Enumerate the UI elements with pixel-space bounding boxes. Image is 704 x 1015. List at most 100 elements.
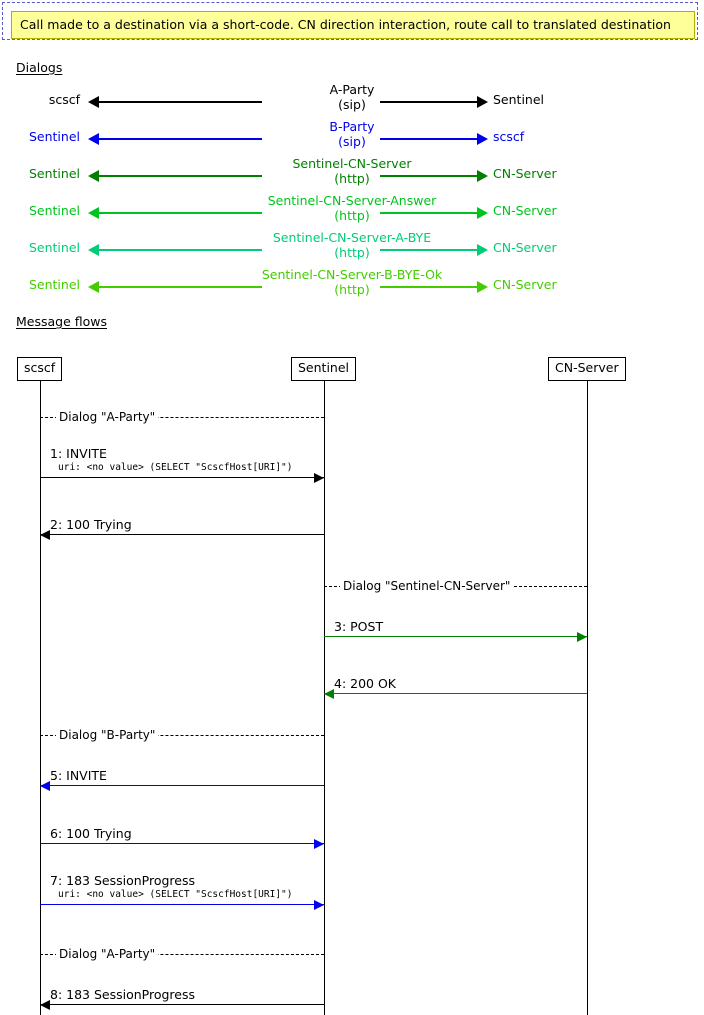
- dialog-separator: Dialog "A-Party": [40, 410, 324, 424]
- arrow-right-icon: [477, 207, 488, 219]
- lifeline: [40, 381, 41, 1015]
- message-line: [40, 785, 324, 786]
- arrow-left-icon: [88, 133, 99, 145]
- message-arrow[interactable]: [40, 473, 324, 483]
- dialog-right-arrow: [380, 170, 488, 182]
- participant-box[interactable]: Sentinel: [291, 357, 357, 381]
- message-flows-heading: Message flows: [16, 314, 108, 329]
- arrow-left-icon: [40, 1000, 50, 1010]
- arrow-left-icon: [88, 244, 99, 256]
- arrow-right-icon: [314, 839, 324, 849]
- arrow-right-icon: [314, 473, 324, 483]
- message-label: 1: INVITE: [50, 446, 107, 461]
- dialog-line-left: [97, 249, 262, 251]
- dialog-line-left: [97, 212, 262, 214]
- separator-dashed-line: [40, 954, 324, 955]
- message-label: 5: INVITE: [50, 768, 107, 783]
- message-arrow[interactable]: [324, 632, 587, 642]
- dialog-right-arrow: [380, 207, 488, 219]
- dialog-right-endpoint-label: CN-Server: [493, 166, 557, 181]
- arrow-left-icon: [324, 689, 334, 699]
- arrow-right-icon: [477, 133, 488, 145]
- message-arrow[interactable]: [40, 781, 324, 791]
- banner-outline: Call made to a destination via a short-c…: [2, 2, 698, 40]
- arrow-left-icon: [40, 530, 50, 540]
- dialog-left-endpoint-label: Sentinel: [28, 166, 80, 181]
- dialog-line-right: [380, 286, 479, 288]
- participant-box[interactable]: scscf: [17, 357, 63, 381]
- dialog-left-endpoint-label: scscf: [48, 92, 80, 107]
- message-line: [40, 534, 324, 535]
- dialog-left-arrow: [88, 170, 262, 182]
- dialog-separator: Dialog "B-Party": [40, 728, 324, 742]
- dialog-line-right: [380, 175, 479, 177]
- message-label: 7: 183 SessionProgress: [50, 873, 196, 888]
- message-sublabel: uri: <no value> (SELECT "ScscfHost[URI]"…: [58, 462, 293, 473]
- message-line: [40, 477, 324, 478]
- dialog-left-arrow: [88, 281, 262, 293]
- arrow-right-icon: [477, 96, 488, 108]
- arrow-left-icon: [88, 281, 99, 293]
- dialog-right-endpoint-label: CN-Server: [493, 240, 557, 255]
- dialog-right-endpoint-label: CN-Server: [493, 203, 557, 218]
- dialog-right-arrow: [380, 96, 488, 108]
- participant-box[interactable]: CN-Server: [548, 357, 626, 381]
- arrow-left-icon: [88, 96, 99, 108]
- message-label: 3: POST: [334, 619, 384, 634]
- dialog-left-endpoint-label: Sentinel: [28, 277, 80, 292]
- arrow-right-icon: [477, 244, 488, 256]
- message-sublabel: uri: <no value> (SELECT "ScscfHost[URI]"…: [58, 889, 293, 900]
- dialog-line-right: [380, 249, 479, 251]
- dialog-right-arrow: [380, 133, 488, 145]
- dialog-left-arrow: [88, 133, 262, 145]
- arrow-right-icon: [477, 281, 488, 293]
- dialog-right-endpoint-label: CN-Server: [493, 277, 557, 292]
- dialog-left-arrow: [88, 207, 262, 219]
- arrow-right-icon: [577, 632, 587, 642]
- dialog-left-arrow: [88, 244, 262, 256]
- dialog-line-left: [97, 138, 262, 140]
- separator-dashed-line: [40, 417, 324, 418]
- description-text: Call made to a destination via a short-c…: [20, 16, 671, 32]
- dialog-line-right: [380, 212, 479, 214]
- dialog-left-endpoint-label: Sentinel: [28, 240, 80, 255]
- dialog-right-endpoint-label: Sentinel: [493, 92, 545, 107]
- description-banner: Call made to a destination via a short-c…: [11, 11, 695, 39]
- arrow-right-icon: [314, 900, 324, 910]
- arrow-left-icon: [88, 170, 99, 182]
- message-line: [40, 1004, 324, 1005]
- dialog-separator: Dialog "Sentinel-CN-Server": [324, 579, 587, 593]
- message-line: [324, 693, 587, 694]
- dialog-right-endpoint-label: scscf: [493, 129, 525, 144]
- message-arrow[interactable]: [40, 900, 324, 910]
- arrow-left-icon: [88, 207, 99, 219]
- dialog-line-left: [97, 286, 262, 288]
- message-arrow[interactable]: [40, 839, 324, 849]
- dialog-right-arrow: [380, 281, 488, 293]
- separator-label: Dialog "Sentinel-CN-Server": [340, 579, 514, 593]
- message-arrow[interactable]: [40, 1000, 324, 1010]
- dialog-left-endpoint-label: Sentinel: [28, 203, 80, 218]
- dialog-right-arrow: [380, 244, 488, 256]
- dialog-line-left: [97, 101, 262, 103]
- separator-label: Dialog "A-Party": [56, 410, 159, 424]
- dialog-separator: Dialog "A-Party": [40, 947, 324, 961]
- dialog-line-right: [380, 101, 479, 103]
- message-line: [324, 636, 587, 637]
- arrow-right-icon: [477, 170, 488, 182]
- dialog-left-endpoint-label: Sentinel: [28, 129, 80, 144]
- message-line: [40, 904, 324, 905]
- message-label: 2: 100 Trying: [50, 517, 132, 532]
- message-arrow[interactable]: [40, 530, 324, 540]
- message-label: 4: 200 OK: [334, 676, 397, 691]
- message-arrow[interactable]: [324, 689, 587, 699]
- message-label: 6: 100 Trying: [50, 826, 132, 841]
- dialog-left-arrow: [88, 96, 262, 108]
- dialog-line-right: [380, 138, 479, 140]
- message-line: [40, 843, 324, 844]
- arrow-left-icon: [40, 781, 50, 791]
- separator-label: Dialog "B-Party": [56, 728, 159, 742]
- separator-label: Dialog "A-Party": [56, 947, 159, 961]
- dialogs-heading: Dialogs: [16, 60, 63, 75]
